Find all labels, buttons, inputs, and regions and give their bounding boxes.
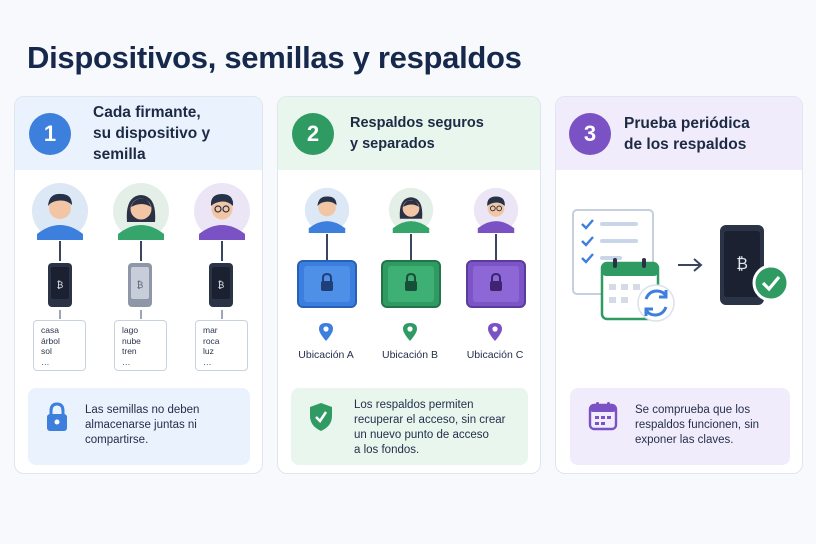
svg-text:₿: ₿: [736, 254, 748, 273]
seed-phrase-card: lago nube tren …: [114, 320, 167, 371]
info-note: Se comprueba que los respaldos funcionen…: [570, 388, 790, 465]
connector-tick: [221, 310, 223, 319]
signer-2-avatar-icon: [388, 187, 434, 233]
location-label: Ubicación C: [466, 349, 524, 361]
step-number-badge: 1: [29, 112, 71, 155]
arrow-right-icon: [678, 258, 703, 272]
signer-3-avatar-icon: [473, 187, 519, 233]
connector-tick: [59, 310, 61, 319]
location-label: Ubicación A: [298, 349, 354, 361]
panel-header: 1 Cada firmante, su dispositivo y semill…: [15, 97, 262, 170]
padlock-icon: [47, 402, 67, 431]
connector-line: [140, 241, 142, 261]
shield-check-icon: [310, 403, 332, 431]
hardware-wallet-2-icon: ₿: [128, 263, 152, 307]
hardware-wallet-3-icon: ₿: [209, 263, 233, 307]
svg-text:₿: ₿: [218, 280, 225, 291]
signer-3-avatar-icon: [194, 183, 250, 240]
step-number-badge: 2: [292, 112, 334, 155]
svg-text:₿: ₿: [57, 280, 64, 291]
safe-blue-icon: [297, 260, 357, 308]
phone-verified-icon: ₿: [720, 225, 790, 305]
info-note: Los respaldos permiten recuperar el acce…: [291, 388, 528, 465]
calendar-refresh-icon: [600, 258, 675, 322]
signer-1-avatar-icon: [32, 183, 88, 240]
seed-phrase-card: casa árbol sol …: [33, 320, 86, 371]
panel-signers: 1 Cada firmante, su dispositivo y semill…: [14, 96, 263, 474]
safe-purple-icon: [466, 260, 526, 308]
panel-title: Respaldos seguros y separados: [350, 114, 484, 152]
signer-1-avatar-icon: [304, 187, 350, 233]
connector-line: [326, 234, 328, 260]
info-note: Las semillas no deben almacenarse juntas…: [28, 388, 250, 465]
svg-text:₿: ₿: [137, 280, 144, 291]
calendar-icon: [588, 402, 618, 431]
safe-green-icon: [381, 260, 441, 308]
connector-tick: [140, 310, 142, 319]
connector-line: [410, 234, 412, 260]
signer-2-avatar-icon: [113, 183, 169, 240]
panel-title: Cada firmante, su dispositivo y semilla: [93, 104, 211, 163]
connector-line: [221, 241, 223, 261]
seed-phrase-card: mar roca luz …: [195, 320, 248, 371]
panel-header: 3 Prueba periódica de los respaldos: [556, 97, 802, 170]
location-pin-icon: [319, 323, 333, 341]
panel-periodic-test: 3 Prueba periódica de los respaldos: [555, 96, 803, 474]
connector-line: [59, 241, 61, 261]
location-pin-icon: [403, 323, 417, 341]
location-label: Ubicación B: [381, 349, 439, 361]
step-number-badge: 3: [569, 112, 611, 155]
page-title: Dispositivos, semillas y respaldos: [27, 40, 522, 75]
location-pin-icon: [488, 323, 502, 341]
panel-title: Prueba periódica de los respaldos: [624, 114, 750, 153]
panel-backups: 2 Respaldos seguros y separados: [277, 96, 541, 474]
connector-line: [495, 234, 497, 260]
panel-header: 2 Respaldos seguros y separados: [278, 97, 540, 170]
hardware-wallet-1-icon: ₿: [48, 263, 72, 307]
